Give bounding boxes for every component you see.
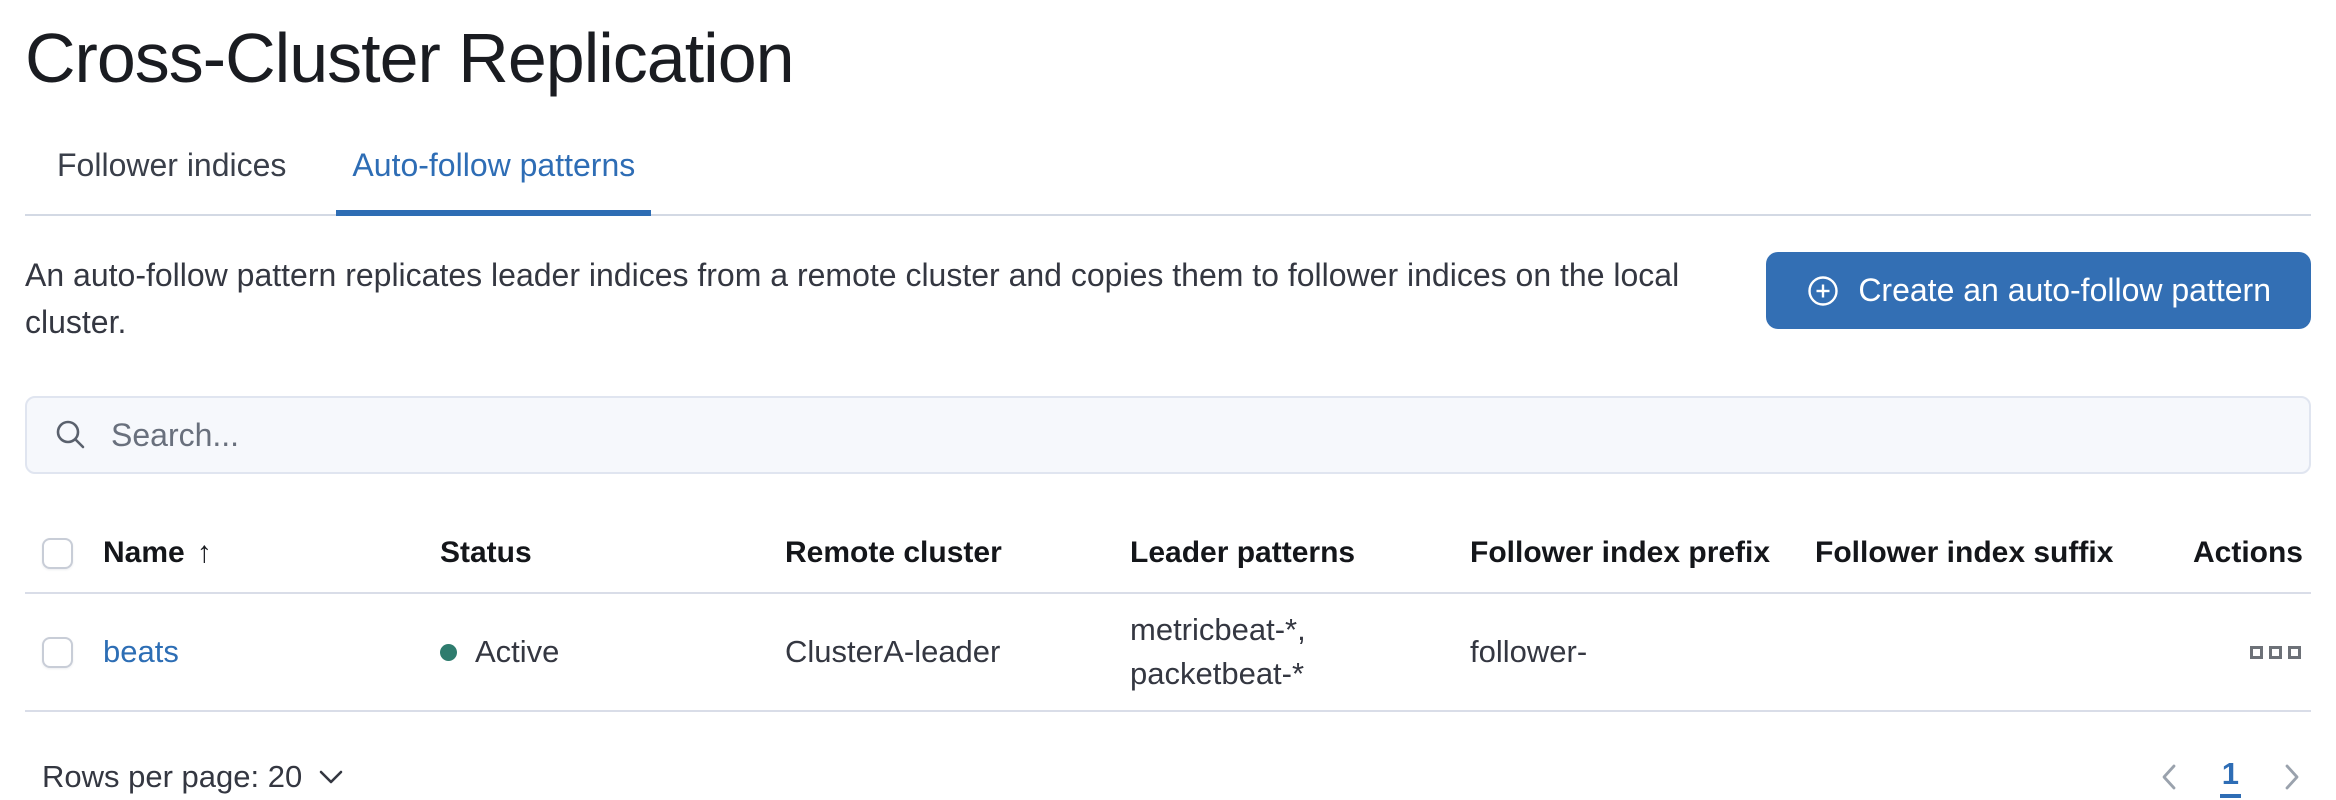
- status-label: Active: [475, 634, 560, 669]
- boxes-horizontal-icon: [2269, 645, 2282, 659]
- leader-patterns-cell: metricbeat-*, packetbeat-*: [1130, 612, 1306, 691]
- column-header-status: Status: [440, 536, 532, 569]
- cross-cluster-replication-page: Cross-Cluster Replication Follower indic…: [0, 18, 2336, 798]
- chevron-left-icon: [2158, 760, 2180, 794]
- search-input[interactable]: [111, 416, 2283, 454]
- page-title: Cross-Cluster Replication: [25, 19, 795, 97]
- page-description: An auto-follow pattern replicates leader…: [25, 257, 1680, 340]
- plus-in-circle-icon: [1806, 274, 1840, 308]
- rows-per-page-label: Rows per page: 20: [42, 759, 303, 794]
- table-row: beats Active ClusterA-leader metricbeat-…: [25, 594, 2311, 712]
- search-icon: [53, 417, 89, 453]
- table-footer: Rows per page: 20 1: [25, 756, 2311, 798]
- rows-per-page-selector[interactable]: Rows per page: 20: [25, 759, 344, 795]
- remote-cluster-cell: ClusterA-leader: [785, 634, 1001, 669]
- boxes-horizontal-icon: [2288, 645, 2301, 659]
- pagination: 1: [2158, 756, 2311, 798]
- follower-index-prefix-cell: follower-: [1470, 634, 1588, 669]
- table-header-row: Name↑ Status Remote cluster Leader patte…: [25, 520, 2311, 594]
- status-active-dot-icon: [440, 643, 457, 661]
- pattern-name-link[interactable]: beats: [103, 634, 179, 669]
- next-page-button[interactable]: [2281, 760, 2303, 794]
- tab-bar: Follower indices Auto-follow patterns: [25, 148, 2311, 216]
- tab-auto-follow-patterns[interactable]: Auto-follow patterns: [336, 148, 652, 216]
- column-header-follower-index-prefix: Follower index prefix: [1470, 536, 1771, 569]
- column-header-leader-patterns: Leader patterns: [1130, 536, 1356, 569]
- column-header-actions: Actions: [2192, 536, 2303, 569]
- boxes-horizontal-icon: [2250, 645, 2263, 659]
- page-number-1[interactable]: 1: [2219, 756, 2241, 798]
- select-row-checkbox[interactable]: [42, 636, 73, 668]
- column-header-follower-index-suffix: Follower index suffix: [1815, 536, 2114, 569]
- intro-section: An auto-follow pattern replicates leader…: [25, 252, 2311, 346]
- auto-follow-patterns-table: Name↑ Status Remote cluster Leader patte…: [25, 520, 2311, 712]
- tab-follower-indices[interactable]: Follower indices: [57, 147, 287, 183]
- create-button-label: Create an auto-follow pattern: [1858, 272, 2271, 308]
- sort-ascending-icon: ↑: [196, 536, 212, 569]
- chevron-right-icon: [2281, 760, 2303, 794]
- previous-page-button[interactable]: [2158, 760, 2180, 794]
- row-actions-button[interactable]: [2250, 645, 2301, 659]
- column-header-name[interactable]: Name↑: [103, 536, 212, 569]
- select-all-checkbox[interactable]: [42, 537, 73, 569]
- chevron-down-icon: [318, 769, 344, 785]
- create-auto-follow-pattern-button[interactable]: Create an auto-follow pattern: [1766, 252, 2311, 329]
- column-header-remote-cluster: Remote cluster: [785, 536, 1002, 569]
- status-cell: Active: [440, 634, 785, 670]
- search-bar: [25, 396, 2311, 474]
